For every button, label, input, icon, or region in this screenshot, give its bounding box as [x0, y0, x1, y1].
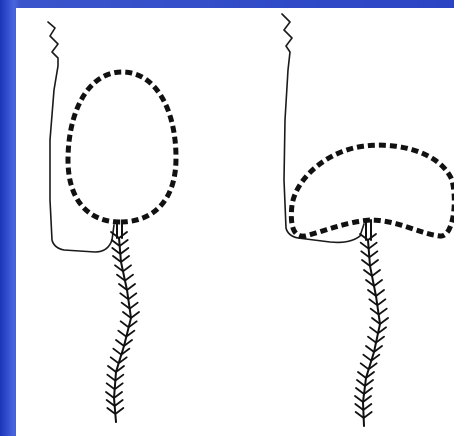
tail-barb — [364, 412, 372, 418]
right-feathered-tail — [355, 234, 388, 426]
right-dashed-outline — [291, 145, 454, 236]
tail-barb — [127, 284, 135, 290]
tail-barb — [130, 303, 138, 309]
tail-barb — [123, 265, 131, 271]
tail-barb — [377, 299, 385, 305]
tail-barb — [125, 275, 133, 281]
tail-barb — [121, 321, 129, 327]
tail-barb — [355, 396, 363, 402]
tail-barb — [120, 248, 128, 254]
right-figure — [282, 14, 454, 426]
tail-barb — [357, 380, 365, 386]
tail-barb — [370, 260, 378, 266]
tail-barb — [358, 372, 366, 378]
tail-barb — [131, 312, 139, 318]
tail-barb — [370, 327, 378, 333]
tail-barb — [121, 256, 129, 262]
tail-barb — [369, 243, 377, 249]
tail-barb — [369, 251, 377, 257]
left-feathered-tail — [106, 232, 139, 422]
tail-barb — [379, 309, 387, 315]
right-stalk — [366, 220, 371, 240]
tail-barb — [361, 363, 369, 369]
tail-barb — [372, 270, 380, 276]
tail-barb — [115, 400, 123, 406]
tail-barb — [107, 383, 115, 389]
tail-barb — [118, 331, 126, 337]
tail-barb — [115, 408, 123, 414]
left-figure — [48, 22, 176, 422]
tail-barb — [106, 392, 114, 398]
tail-barb — [363, 355, 371, 361]
tail-barb — [113, 349, 121, 355]
tail-barb — [368, 337, 376, 343]
tail-barb — [107, 375, 115, 381]
tail-barb — [376, 290, 384, 296]
tail-barb — [108, 366, 116, 372]
tail-barb — [374, 280, 382, 286]
tail-barb — [116, 340, 124, 346]
tail-barb — [366, 346, 374, 352]
tail-barb — [363, 404, 371, 410]
left-dashed-outline — [68, 72, 176, 222]
tail-barb — [380, 318, 388, 324]
tail-barb — [128, 293, 136, 299]
tail-barb — [120, 240, 128, 246]
right-fine-line — [282, 14, 364, 242]
tail-barb — [356, 388, 364, 394]
tail-barb — [111, 357, 119, 363]
